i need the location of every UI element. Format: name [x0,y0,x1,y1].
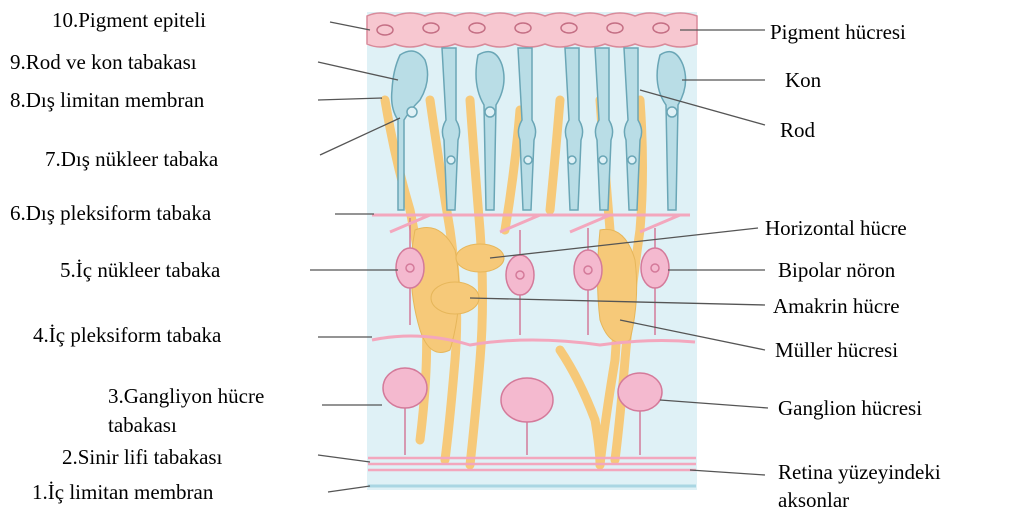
label-inner-nuclear-layer: 5.İç nükleer tabaka [60,258,220,282]
label-nerve-fiber-layer: 2.Sinir lifi tabakası [62,445,222,469]
label-bipolar-neuron: Bipolar nöron [778,258,895,282]
label-rod-cone-layer: 9.Rod ve kon tabakası [10,50,197,74]
pigment-epithelium [367,13,697,47]
label-cone: Kon [785,68,821,92]
label-horizontal-cell: Horizontal hücre [765,216,907,240]
label-outer-nuclear-layer: 7.Dış nükleer tabaka [45,147,218,171]
label-ganglion-cell: Ganglion hücresi [778,396,922,420]
label-rod: Rod [780,118,815,142]
label-inner-limiting-membrane: 1.İç limitan membran [32,480,213,504]
label-outer-limiting-membrane: 8.Dış limitan membran [10,88,204,112]
label-surface-axons-line1: Retina yüzeyindeki [778,460,941,484]
label-pigment-epithelium: 10.Pigment epiteli [52,8,206,32]
label-ganglion-cell-layer-line2: tabakası [108,413,177,437]
label-inner-plexiform-layer: 4.İç pleksiform tabaka [33,323,221,347]
label-ganglion-cell-layer-line1: 3.Gangliyon hücre [108,384,264,408]
label-pigment-cell: Pigment hücresi [770,20,906,44]
label-muller-cell: Müller hücresi [775,338,898,362]
label-outer-plexiform-layer: 6.Dış pleksiform tabaka [10,201,211,225]
label-surface-axons-line2: aksonlar [778,488,849,512]
label-amacrine-cell: Amakrin hücre [773,294,900,318]
